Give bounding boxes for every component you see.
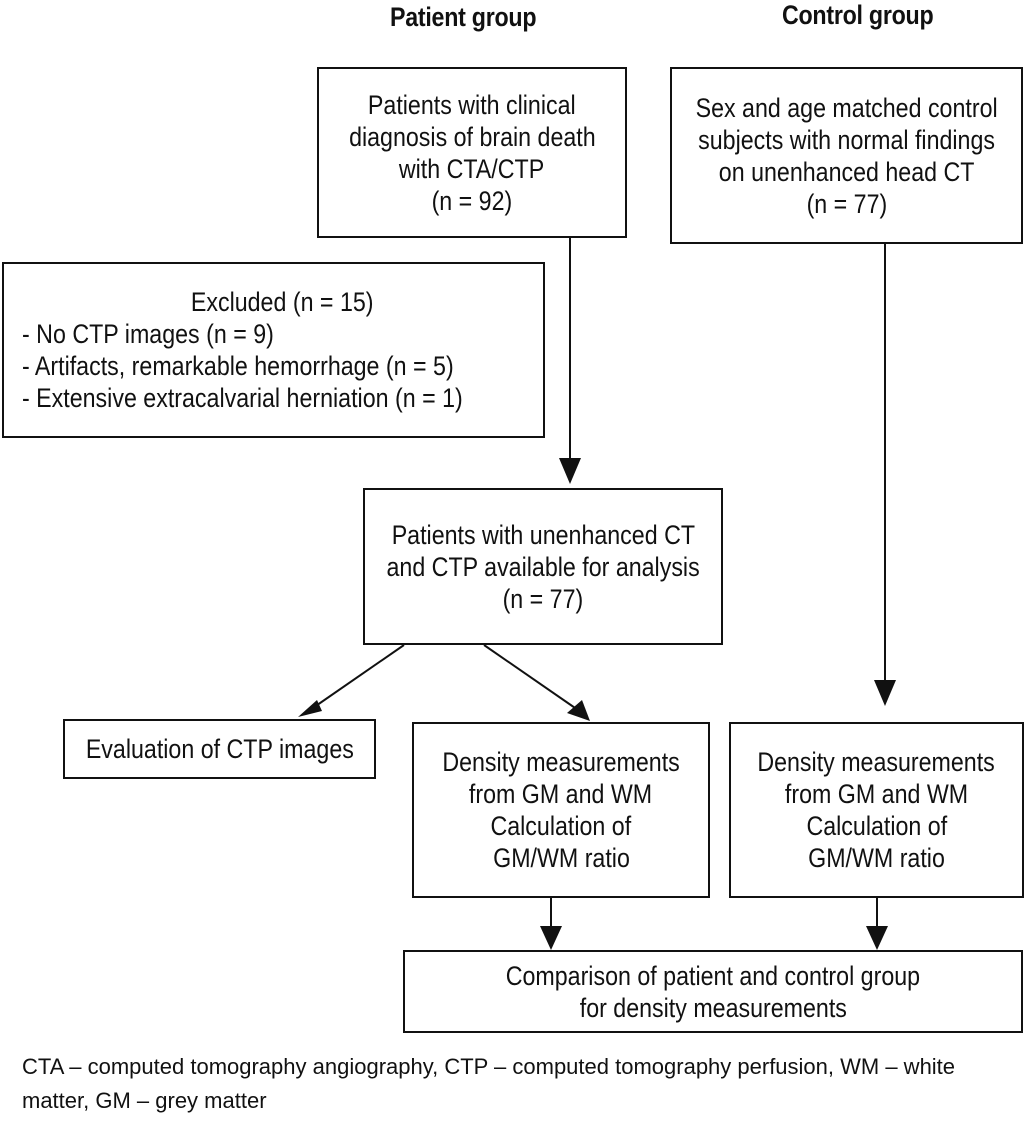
box-line: Calculation of xyxy=(806,811,947,841)
box-line: Density measurements xyxy=(442,747,680,777)
box-line: Sex and age matched control xyxy=(695,92,998,123)
excluded-title: Excluded (n = 15) xyxy=(191,287,374,317)
density-patient-box: Density measurements from GM and WM Calc… xyxy=(412,722,710,898)
control-subjects-box: Sex and age matched control subjects wit… xyxy=(670,67,1023,244)
box-line: subjects with normal findings xyxy=(698,124,995,155)
box-line: Patients with unenhanced CT xyxy=(391,519,695,550)
box-line: for density measurements xyxy=(579,992,847,1023)
excluded-item: - Artifacts, remarkable hemorrhage (n = … xyxy=(22,351,454,381)
excluded-box: Excluded (n = 15) - No CTP images (n = 9… xyxy=(2,262,545,438)
patients-available-box: Patients with unenhanced CT and CTP avai… xyxy=(363,488,723,645)
box-line: Density measurements xyxy=(757,747,996,777)
box-line: from GM and WM xyxy=(469,779,653,809)
box-line: GM/WM ratio xyxy=(808,843,945,873)
box-line: from GM and WM xyxy=(784,779,969,809)
box-line: with CTA/CTP xyxy=(399,153,545,184)
patients-clinical-box: Patients with clinical diagnosis of brai… xyxy=(317,67,627,238)
arrow-available-to-density xyxy=(483,644,579,711)
arrowhead-comparison-right xyxy=(866,926,888,950)
box-line: on unenhanced head CT xyxy=(718,156,975,187)
arrowhead-comparison-left xyxy=(540,926,562,950)
comparison-box: Comparison of patient and control group … xyxy=(403,950,1023,1033)
evaluation-box: Evaluation of CTP images xyxy=(63,719,376,779)
box-line: and CTP available for analysis xyxy=(386,551,700,582)
arrowhead-available xyxy=(559,458,581,484)
box-line: (n = 92) xyxy=(431,185,513,216)
control-group-heading: Control group xyxy=(782,0,934,30)
arrowhead-control-density xyxy=(874,680,896,706)
box-line: diagnosis of brain death xyxy=(348,121,596,152)
arrowhead-density-patient xyxy=(567,700,590,721)
box-line: Patients with clinical xyxy=(368,89,576,120)
box-line: (n = 77) xyxy=(806,188,887,219)
excluded-item: - Extensive extracalvarial herniation (n… xyxy=(22,383,463,413)
arrow-available-to-evaluation xyxy=(309,644,405,711)
box-line: Evaluation of CTP images xyxy=(85,734,354,764)
density-control-box: Density measurements from GM and WM Calc… xyxy=(729,722,1024,898)
box-line: Comparison of patient and control group xyxy=(505,960,921,991)
patient-group-heading: Patient group xyxy=(390,2,537,32)
box-line: GM/WM ratio xyxy=(492,843,630,873)
box-line: Calculation of xyxy=(490,811,632,841)
excluded-item: - No CTP images (n = 9) xyxy=(22,319,274,349)
arrowhead-evaluation xyxy=(298,700,322,717)
abbreviations-footnote: CTA – computed tomography angiography, C… xyxy=(22,1054,956,1113)
box-line: (n = 77) xyxy=(502,583,584,614)
